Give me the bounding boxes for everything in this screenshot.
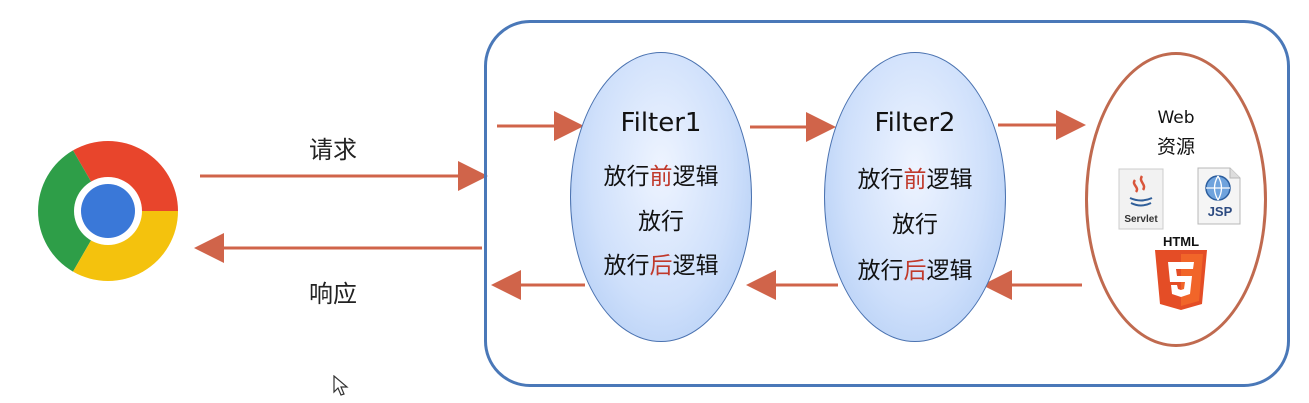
- servlet-icon: Servlet: [1118, 168, 1164, 230]
- filter1-pass: 放行: [638, 209, 684, 235]
- jsp-icon: JSP: [1197, 167, 1241, 225]
- html5-icon: [1155, 250, 1207, 310]
- filter2-after-logic: 放行后逻辑: [857, 258, 973, 284]
- servlet-label: Servlet: [1124, 214, 1158, 225]
- filter2-ellipse: [824, 52, 1006, 342]
- web-label: Web: [1157, 108, 1195, 128]
- filter2-before-logic: 放行前逻辑: [857, 167, 973, 193]
- chrome-icon: [38, 141, 178, 281]
- request-label: 请求: [309, 136, 357, 164]
- jsp-label: JSP: [1208, 204, 1233, 219]
- response-label: 响应: [309, 280, 357, 308]
- filter-chain-container: [484, 20, 1290, 387]
- filter2-title: Filter2: [874, 108, 956, 138]
- filter1-before-logic: 放行前逻辑: [603, 164, 719, 190]
- filter1-title: Filter1: [620, 108, 702, 138]
- mouse-cursor-icon: [333, 375, 349, 396]
- filter2-pass: 放行: [892, 212, 938, 238]
- filter1-ellipse: [570, 52, 752, 342]
- filter1-after-logic: 放行后逻辑: [603, 253, 719, 279]
- html5-label: HTML: [1162, 234, 1200, 249]
- web-resource-label: 资源: [1156, 136, 1195, 158]
